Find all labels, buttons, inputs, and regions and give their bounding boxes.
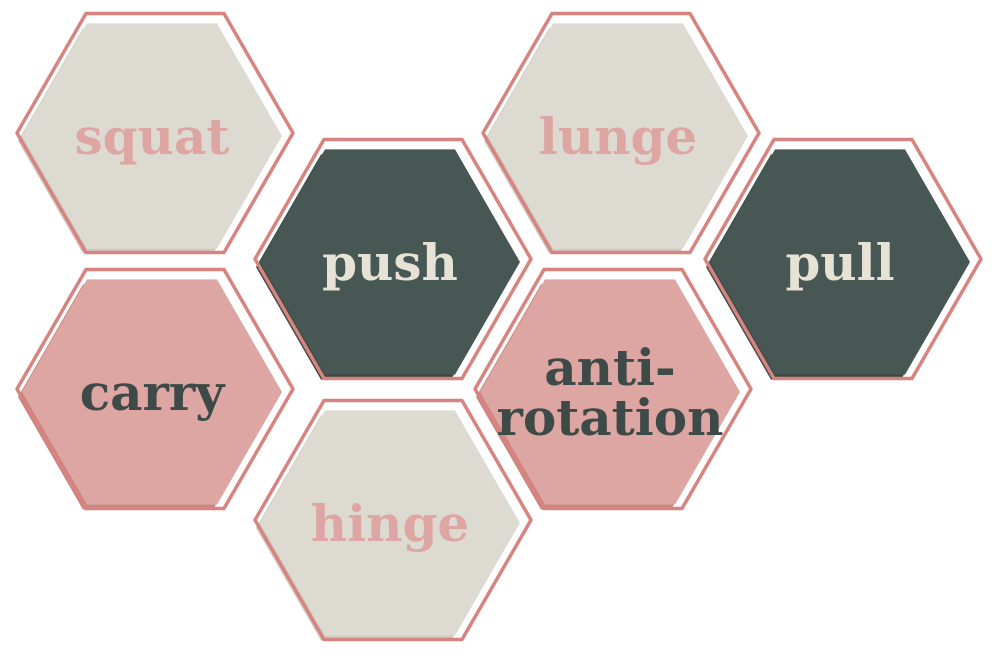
hexagon-fill — [488, 23, 748, 249]
hexagon-fill — [260, 149, 520, 375]
hexagon-label-carry: carry — [80, 363, 227, 422]
hexagon-label-hinge: hinge — [311, 494, 469, 553]
hexagon-label-line: squat — [75, 107, 230, 166]
hexagon-label-pull: pull — [785, 233, 894, 292]
hexagon-outline — [473, 267, 753, 511]
hexagon-label-line: lunge — [539, 107, 697, 166]
hexagon-label-line: hinge — [311, 494, 469, 553]
hexagon-outline — [481, 11, 761, 255]
hexagon-label-line: pull — [785, 233, 894, 292]
hexagon-label-line: push — [322, 233, 458, 292]
hexagon-label-squat: squat — [75, 107, 230, 166]
hexagon-fill — [710, 149, 970, 375]
hexagon-carry: carry — [15, 267, 295, 511]
hexagon-hinge: hinge — [253, 398, 533, 642]
hexagon-outline — [703, 137, 983, 381]
hexagon-fill — [22, 23, 282, 249]
hexagon-outline — [253, 398, 533, 642]
hexagon-outline — [253, 137, 533, 381]
hexagon-fill — [480, 279, 740, 505]
hexagon-lunge: lunge — [481, 11, 761, 255]
hexagon-fill — [260, 410, 520, 636]
hexagon-fill — [22, 279, 282, 505]
hexagon-label-line: carry — [80, 363, 227, 422]
hexagon-label-lunge: lunge — [539, 107, 697, 166]
hexagon-label-anti-rotation: anti-rotation — [497, 338, 724, 447]
hexagon-push: push — [253, 137, 533, 381]
hexagon-outline — [15, 267, 295, 511]
hexagon-label-line: rotation — [497, 388, 724, 447]
hexagon-anti-rotation: anti-rotation — [473, 267, 753, 511]
hexagon-label-push: push — [322, 233, 458, 292]
hexagon-squat: squat — [15, 11, 295, 255]
hexagon-outline — [15, 11, 295, 255]
hexagon-pull: pull — [703, 137, 983, 381]
hexagon-label-line: anti- — [544, 338, 676, 397]
